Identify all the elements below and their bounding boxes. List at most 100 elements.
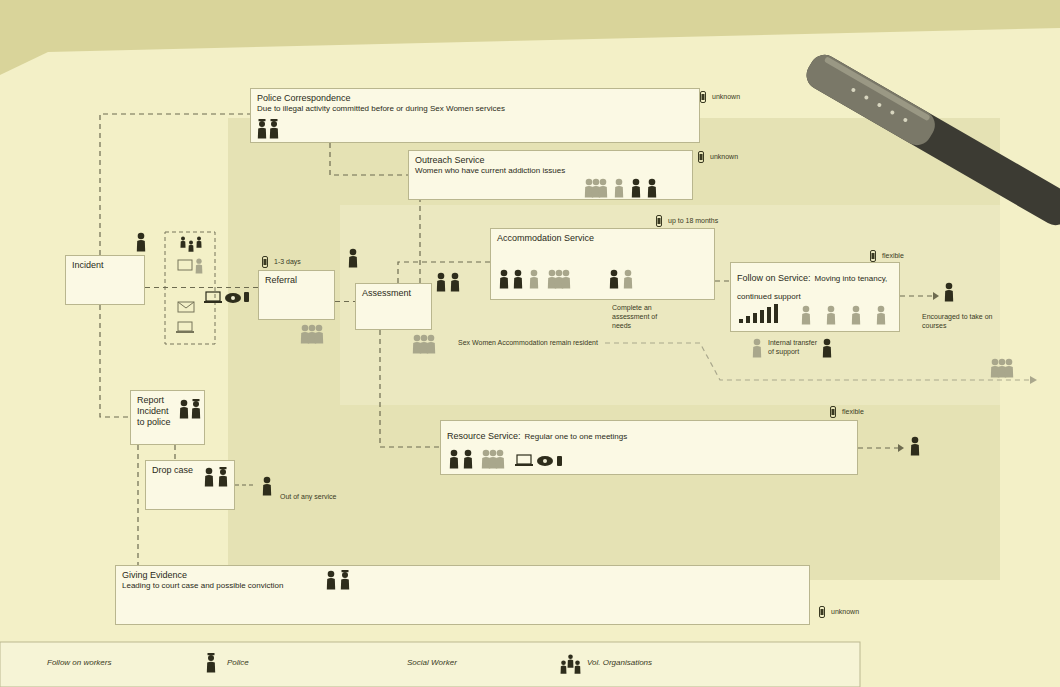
legend-item: Social Worker [380,652,457,674]
box-icons [441,421,857,474]
dashed-leader [900,295,933,296]
timer-icon [701,92,706,103]
box-text: Leading to court case and possible convi… [122,581,803,591]
disc-icon [537,456,553,466]
annotation-label: Sex Women Accommodation remain resident [458,338,598,347]
dashed-leader [605,343,1030,380]
dashed-connector [100,114,250,255]
box-heading: Accommodation Service [497,233,708,244]
box-heading: Giving Evidence [122,570,803,581]
person-icon [610,270,618,289]
laptop-icon [178,322,192,331]
laptop-icon [176,331,194,333]
pen-dot [903,117,908,122]
legend-text: Police [227,658,249,668]
dashed-connector [100,305,130,417]
annotation-label: up to 18 months [668,216,718,225]
legend-icon [560,652,582,674]
disc-icon [231,296,235,300]
person-icon [437,273,445,292]
dashed-leader [235,484,256,485]
organisation-icon [188,240,193,251]
organisation-icon [561,660,567,673]
bar-chart [753,313,757,323]
annotation-label: unknown [710,152,738,161]
arrowhead [1030,376,1037,384]
phone-icon [557,456,562,466]
legend-item: Police [200,652,249,674]
person-icon [632,179,640,198]
annotation-label: flexible [882,251,904,260]
person-icon [802,306,810,325]
dashed-connector [335,301,355,302]
annotation-label: 1-3 days [274,257,301,266]
legend-icon [200,652,222,674]
organisation-icon [568,654,574,667]
group-icon [555,270,563,289]
organisation-icon [575,660,581,673]
person-icon [615,179,623,198]
police-icon [341,570,349,590]
bar-chart [774,304,778,323]
police-icon [219,467,227,487]
process-box: Drop case [145,460,235,510]
person-icon [827,306,835,325]
pen-dot [877,102,882,107]
process-box: Resource Service:Regular one to one meet… [440,420,858,475]
process-box: Follow on Service:Moving into tenancy, c… [730,262,900,332]
laptop-icon [206,292,220,301]
annotation-label: Encouraged to take on courses [922,312,1002,330]
arrowhead [898,444,904,452]
document-icon [178,260,192,270]
box-heading: Drop case [152,465,204,476]
dashed-connector [174,445,175,460]
timer-icon [871,251,876,262]
timer-icon [699,152,704,163]
shaded-region [228,118,1000,580]
person-icon [648,179,656,198]
box-heading: Referral [265,275,328,286]
person-icon [514,270,522,289]
process-box: Referral [258,270,335,320]
organisation-icon [196,236,201,247]
person-icon [852,306,860,325]
person-icon [137,233,145,252]
police-icon [270,119,278,139]
dashed-connector [380,330,440,447]
process-box: Accommodation Service [490,228,715,300]
laptop-icon [517,455,531,464]
timer-icon [657,216,662,227]
disc-icon [225,293,241,303]
timer-icon [820,607,825,618]
group-icon [562,270,570,289]
bar-chart [746,316,750,323]
person-icon [823,339,831,358]
pen-highlight [824,56,931,121]
annotation-label: Out of any service [280,492,336,501]
process-box: Assessment [355,283,432,330]
dashed-connector [137,445,138,565]
person-icon [451,273,459,292]
box-heading: Police Correspondence [257,93,693,104]
legend-text: Follow on workers [47,658,111,668]
person-icon [263,477,271,496]
person-icon [349,249,357,268]
box-heading: Assessment [362,288,425,299]
annotation-label: unknown [831,607,859,616]
group-icon [489,450,497,469]
pen [801,49,1060,230]
group-icon [592,179,600,198]
person-icon [945,283,953,302]
box-text: Regular one to one meetings [525,432,628,441]
paper-sheet [0,28,1060,687]
legend-icon [380,652,402,674]
dashed-connector [419,200,420,283]
timer-icon [263,257,268,268]
person-icon [205,468,213,487]
annotation-label: flexible [842,407,864,416]
police-icon [207,653,215,673]
police-icon [258,119,266,139]
legend-text: Vol. Organisations [587,658,652,668]
legend-strip [0,642,860,687]
